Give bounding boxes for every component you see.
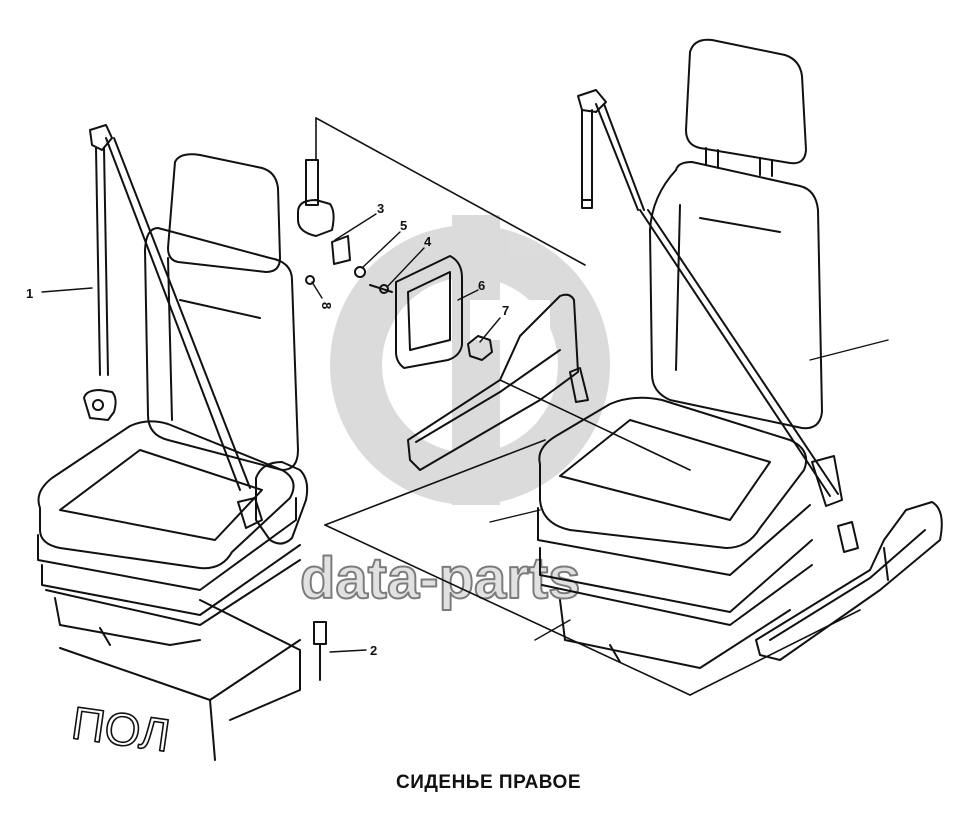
part-3-bracket bbox=[331, 235, 351, 265]
part-6-plate bbox=[395, 255, 463, 369]
watermark-logo bbox=[330, 215, 610, 505]
floor-panel bbox=[59, 599, 327, 761]
seat-rail bbox=[407, 293, 589, 471]
callout-4: 4 bbox=[424, 234, 432, 249]
callout-labels: 1 2 3 4 5 6 7 8 bbox=[26, 201, 509, 658]
part-8-pin bbox=[305, 275, 315, 285]
callout-6: 6 bbox=[478, 278, 485, 293]
left-seat-installed bbox=[37, 124, 309, 646]
callout-2: 2 bbox=[370, 643, 377, 658]
floor-stencil: ПОЛ bbox=[69, 696, 174, 761]
explode-frame bbox=[315, 117, 861, 696]
right-seat bbox=[537, 38, 943, 669]
part-5-washer bbox=[354, 266, 366, 278]
part-7-nut bbox=[467, 335, 493, 361]
leader-lines bbox=[41, 213, 889, 653]
callout-7: 7 bbox=[502, 303, 509, 318]
part-bolt-sleeve bbox=[297, 159, 335, 237]
diagram-caption: СИДЕНЬЕ ПРАВОЕ bbox=[396, 772, 581, 793]
callout-5: 5 bbox=[400, 218, 407, 233]
callout-8: 8 bbox=[319, 302, 334, 309]
callout-1: 1 bbox=[26, 286, 33, 301]
callout-3: 3 bbox=[377, 201, 384, 216]
part-4-screw bbox=[369, 284, 393, 294]
